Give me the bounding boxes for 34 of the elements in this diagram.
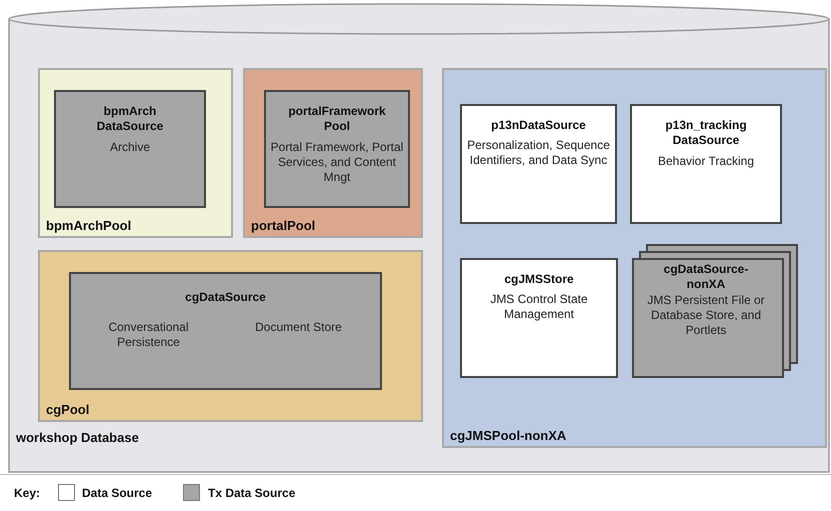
pool-box [38, 250, 423, 422]
data-source-box [54, 90, 206, 208]
pool-label: bpmArchPool [46, 218, 132, 233]
node-title: bpmArch DataSource [96, 104, 164, 134]
data-source-box [630, 104, 782, 224]
node-title: cgDataSource [184, 290, 267, 305]
node-description: JMS Persistent File or Database Store, and Portlets [646, 293, 766, 338]
key-label: Key: [14, 486, 40, 501]
node-title: portalFramework Pool [287, 104, 387, 134]
node-title: cgJMSStore [503, 272, 575, 287]
pool-label: cgJMSPool-nonXA [450, 428, 566, 443]
node-title: p13n_tracking DataSource [664, 118, 748, 148]
node-description: Conversational Persistence [107, 320, 190, 350]
database-label: workshop Database [16, 430, 139, 445]
legend-label: Data Source [82, 486, 152, 501]
pool-label: portalPool [251, 218, 316, 233]
pool-label: cgPool [46, 402, 90, 417]
data-source-box [264, 90, 410, 208]
legend-label: Tx Data Source [208, 486, 296, 501]
stacked-data-source-box [632, 244, 798, 378]
data-source-box [460, 104, 617, 224]
node-title: cgDataSource-nonXA [662, 262, 750, 292]
data-source-box [69, 272, 382, 390]
pool-box [442, 68, 827, 448]
pool-box [38, 68, 233, 238]
data-source-box [460, 258, 618, 378]
node-description: Document Store [254, 320, 343, 335]
pool-box [243, 68, 423, 238]
node-description: Behavior Tracking [656, 154, 756, 169]
node-description: JMS Control State Management [489, 292, 589, 322]
node-description: Personalization, Sequence Identifiers, and Data Sync [466, 138, 611, 168]
node-title: p13nDataSource [490, 118, 587, 133]
node-description: Portal Framework, Portal Services, and Content Mngt [270, 140, 404, 185]
node-description: Archive [108, 140, 151, 155]
